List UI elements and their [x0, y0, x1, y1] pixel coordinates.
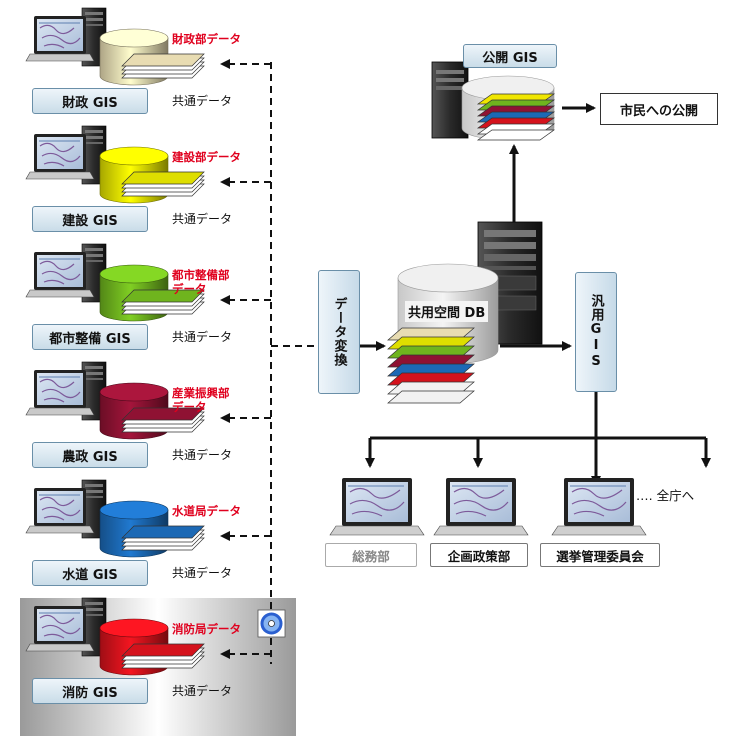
dept-gis-label-2: 都市整備 GIS	[49, 331, 131, 347]
public-gis-label: 公開 GIS	[482, 50, 538, 66]
data-sheet-1-0	[121, 171, 205, 185]
workstation-2	[25, 243, 107, 303]
dept-gis-box-0: 財政 GIS	[32, 88, 148, 114]
client-laptop-senkyo	[551, 477, 647, 536]
common-data-label-1: 共通データ	[172, 212, 233, 226]
citizens-publication-box: 市民への公開	[600, 93, 718, 125]
common-data-label-4: 共通データ	[172, 566, 233, 580]
dept-gis-label-5: 消防 GIS	[62, 685, 118, 701]
shared-sheet-7	[387, 390, 475, 404]
client-label-senkyo: 選挙管理委員会	[556, 548, 644, 564]
public-data-stack	[476, 93, 556, 141]
common-data-label-5: 共通データ	[172, 684, 233, 698]
client-label-soumu: 総務部	[352, 548, 390, 564]
shared-data-stack	[387, 327, 475, 404]
cd-icon	[257, 609, 286, 638]
dept-data-label-0: 財政部データ	[172, 32, 241, 46]
workstation-5	[25, 597, 107, 657]
dept-gis-box-5: 消防 GIS	[32, 678, 148, 704]
all-offices-label: ‥‥ 全庁へ	[636, 488, 695, 503]
workstation-0	[25, 7, 107, 67]
client-box-soumu: 総務部	[325, 543, 417, 567]
dept-gis-label-4: 水道 GIS	[62, 567, 118, 583]
dept-data-label-3: 産業振興部 データ	[172, 386, 230, 414]
dept-data-label-2: 都市整備部 データ	[172, 268, 230, 296]
department-systems	[25, 7, 271, 676]
client-laptop-soumu	[329, 477, 425, 536]
workstation-3	[25, 361, 107, 421]
public-gis-box: 公開 GIS	[463, 44, 557, 68]
client-laptop-kikaku	[433, 477, 529, 536]
public-sheet-white-2	[476, 129, 556, 141]
dept-data-label-1: 建設部データ	[172, 150, 241, 164]
dept-gis-box-3: 農政 GIS	[32, 442, 148, 468]
client-box-kikaku: 企画政策部	[430, 543, 528, 567]
dept-system-0	[25, 7, 271, 86]
data-sheet-2-0	[121, 289, 205, 303]
dept-system-2	[25, 243, 271, 322]
common-data-label-0: 共通データ	[172, 94, 233, 108]
data-conversion-label: データ変換	[331, 297, 347, 367]
dept-system-3	[25, 361, 271, 440]
common-data-label-3: 共通データ	[172, 448, 233, 462]
dept-system-1	[25, 125, 271, 204]
dept-data-label-4: 水道局データ	[172, 504, 241, 518]
general-gis-box: 汎用GIS	[575, 272, 617, 392]
workstation-1	[25, 125, 107, 185]
dept-gis-label-3: 農政 GIS	[62, 449, 118, 465]
data-conversion-box: データ変換	[318, 270, 360, 394]
workstation-4	[25, 479, 107, 539]
data-sheet-4-0	[121, 525, 205, 539]
client-label-kikaku: 企画政策部	[447, 548, 511, 564]
general-gis-label: 汎用GIS	[588, 294, 604, 370]
dept-gis-label-1: 建設 GIS	[62, 213, 118, 229]
dept-gis-label-0: 財政 GIS	[62, 95, 118, 111]
data-sheet-3-0	[121, 407, 205, 421]
dept-system-4	[25, 479, 271, 558]
shared-db-label: 共用空間 DB	[405, 301, 489, 322]
dept-gis-box-1: 建設 GIS	[32, 206, 148, 232]
common-data-label-2: 共通データ	[172, 330, 233, 344]
dept-gis-box-4: 水道 GIS	[32, 560, 148, 586]
citizens-publication-label: 市民への公開	[619, 103, 698, 119]
dept-system-5	[25, 597, 271, 676]
client-box-senkyo: 選挙管理委員会	[540, 543, 660, 567]
dept-gis-box-2: 都市整備 GIS	[32, 324, 148, 350]
dept-data-label-5: 消防局データ	[172, 622, 241, 636]
data-sheet-5-0	[121, 643, 205, 657]
data-sheet-0-0	[121, 53, 205, 67]
